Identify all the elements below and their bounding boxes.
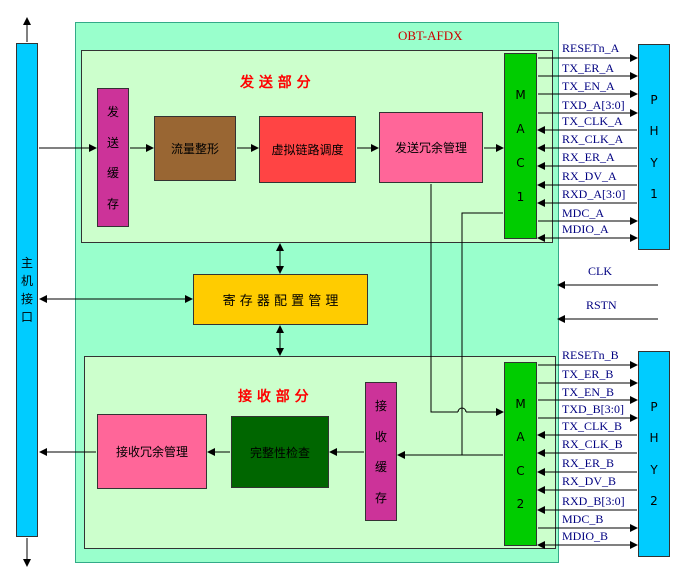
signal-label: MDC_B <box>562 512 604 526</box>
rstn-label: RSTN <box>586 298 617 312</box>
host-char: 口 <box>20 310 33 324</box>
signal-label: MDIO_B <box>562 529 609 543</box>
phy1-char: 1 <box>650 187 658 202</box>
rx-section-title: 接 收 部 分 <box>238 389 309 405</box>
tx-buffer-char: 存 <box>106 197 119 212</box>
phy1-char: Y <box>650 155 658 170</box>
signal-label: TX_ER_B <box>562 367 614 381</box>
phy1-char: P <box>650 92 658 107</box>
host-char: 主 <box>20 256 33 270</box>
mac1-char: 1 <box>516 190 525 204</box>
phy1-block: P H Y 1 <box>638 44 670 250</box>
rx-buffer: 接 收 缓 存 <box>365 382 397 521</box>
mac2-block: M A C 2 <box>504 362 537 546</box>
signal-label: TX_ER_A <box>562 61 614 75</box>
register-config-mgmt: 寄 存 器 配 置 管 理 <box>193 274 368 325</box>
tx-section-title: 发 送 部 分 <box>240 75 311 91</box>
signal-label: TX_CLK_A <box>562 114 623 128</box>
tx-buffer-char: 送 <box>106 135 119 150</box>
vl-scheduling: 虚拟链路调度 <box>259 116 356 183</box>
host-interface: 主 机 接 口 <box>16 43 38 537</box>
signal-label: MDIO_A <box>562 222 609 236</box>
mac2-char: 2 <box>516 497 525 512</box>
phy1-char: H <box>649 124 659 139</box>
phy2-char: Y <box>650 462 658 477</box>
tx-buffer-char: 缓 <box>106 166 119 181</box>
rx-redundancy-mgmt: 接收冗余管理 <box>97 414 207 489</box>
mac1-char: C <box>516 156 525 170</box>
phy2-block: P H Y 2 <box>638 351 670 557</box>
tx-redundancy-mgmt: 发送冗余管理 <box>379 112 483 183</box>
signal-label: TX_CLK_B <box>562 419 622 433</box>
mac2-char: M <box>515 396 526 411</box>
signal-label: RXD_B[3:0] <box>562 494 625 508</box>
mac2-char: A <box>516 430 525 445</box>
signal-label: RXD_A[3:0] <box>562 187 626 201</box>
integrity-check: 完整性检查 <box>231 416 329 488</box>
signal-label: RX_ER_A <box>562 150 615 164</box>
signal-label: RX_DV_B <box>562 474 617 488</box>
host-char: 机 <box>20 274 33 288</box>
mac2-char: C <box>516 463 525 478</box>
signal-label: RX_CLK_B <box>562 437 623 451</box>
signal-label: RESETn_B <box>562 348 619 362</box>
signal-label: RESETn_A <box>562 41 620 55</box>
mac1-char: A <box>516 122 525 136</box>
signal-label: RX_DV_A <box>562 169 617 183</box>
obt-afdx-title: OBT-AFDX <box>398 28 463 43</box>
signal-label: MDC_A <box>562 206 605 220</box>
mac1-char: M <box>515 88 526 102</box>
rx-buffer-char: 收 <box>374 429 387 444</box>
mac1-block: M A C 1 <box>504 53 537 239</box>
rx-buffer-char: 接 <box>374 398 387 413</box>
rx-buffer-char: 存 <box>374 491 387 506</box>
phy2-char: H <box>649 431 659 446</box>
phy2-char: P <box>650 399 658 414</box>
tx-buffer-char: 发 <box>106 104 119 119</box>
signal-label: RX_CLK_A <box>562 132 624 146</box>
signal-label: TX_EN_A <box>562 79 615 93</box>
signal-label: TXD_B[3:0] <box>562 402 624 416</box>
host-char: 接 <box>20 292 33 306</box>
traffic-shaping: 流量整形 <box>154 116 236 181</box>
signal-label: TXD_A[3:0] <box>562 98 625 112</box>
rx-buffer-char: 缓 <box>374 460 387 475</box>
signal-label: TX_EN_B <box>562 385 614 399</box>
clk-label: CLK <box>588 264 612 278</box>
phy2-char: 2 <box>650 494 658 509</box>
signal-label: RX_ER_B <box>562 456 615 470</box>
tx-buffer: 发 送 缓 存 <box>97 88 129 227</box>
